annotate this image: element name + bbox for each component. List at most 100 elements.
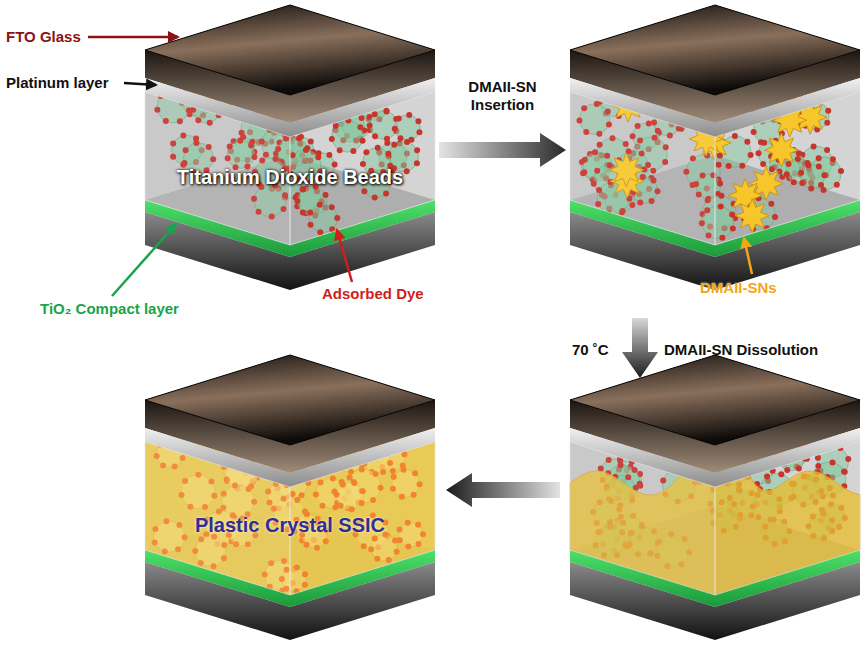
dye-dot <box>618 514 624 520</box>
dye-dot <box>625 474 631 480</box>
fto-glass-layer <box>570 355 860 445</box>
dye-dot <box>789 481 795 487</box>
dye-dot <box>630 513 636 519</box>
dye-dot <box>688 467 694 473</box>
dye-dot <box>639 524 645 530</box>
front-face <box>570 92 715 245</box>
dye-dot <box>796 465 802 471</box>
dye-dot <box>793 429 799 435</box>
dye-dot <box>753 455 759 461</box>
dye-dot <box>606 457 612 463</box>
dye-dot <box>614 495 620 501</box>
fto-glass-layer <box>145 5 435 95</box>
dye-dot <box>711 480 717 486</box>
dye-dot <box>722 462 728 468</box>
part-label: FTO Glass <box>6 28 81 46</box>
dye-dot <box>719 472 725 478</box>
dye-dot <box>612 548 618 554</box>
dye-dot <box>678 562 684 568</box>
dye-dot <box>616 435 622 441</box>
dye-dot <box>727 495 733 501</box>
tio2-bead <box>722 461 746 485</box>
fto-glass-layer <box>570 5 860 95</box>
tio2-bead <box>792 476 821 505</box>
dye-dot <box>771 541 777 547</box>
tio2-bead <box>808 514 833 539</box>
dye-dot <box>762 524 768 530</box>
dye-dot <box>666 423 672 429</box>
dye-dot <box>607 524 613 530</box>
dye-dot <box>721 527 727 533</box>
dye-dot <box>845 456 851 462</box>
dye-dot <box>727 507 733 513</box>
dye-dot <box>629 497 635 503</box>
dye-dot <box>596 529 602 535</box>
dye-dot <box>619 529 625 535</box>
dye-dot <box>754 458 760 464</box>
tio2-bead <box>657 534 690 567</box>
dye-dot <box>604 483 610 489</box>
dye-dot <box>647 550 653 556</box>
dye-dot <box>616 488 622 494</box>
dye-dot <box>818 488 824 494</box>
dye-dot <box>633 485 639 491</box>
dye-dot <box>773 450 779 456</box>
dye-dot <box>813 476 819 482</box>
dye-dot <box>628 490 634 496</box>
dye-dot <box>791 494 797 500</box>
dye-dot <box>736 481 742 487</box>
dye-dot <box>628 531 634 537</box>
dye-dot <box>696 479 702 485</box>
tio2-bead <box>812 462 846 496</box>
dye-dot <box>615 518 621 524</box>
dye-dot <box>820 494 826 500</box>
tio2-bead <box>600 521 630 551</box>
cube-node: Titanium Dioxide Beads <box>145 5 435 290</box>
dye-dot <box>605 524 611 530</box>
tio2-bead <box>614 466 641 493</box>
dye-dot <box>755 446 761 452</box>
dye-dot <box>801 473 807 479</box>
dye-dot <box>765 458 771 464</box>
dye-dot <box>791 481 797 487</box>
dye-dot <box>837 445 843 451</box>
tio2-bead <box>629 527 658 556</box>
dye-dot <box>804 443 810 449</box>
floor <box>570 505 860 595</box>
dye-dot <box>731 501 737 507</box>
dye-dot <box>618 462 624 468</box>
dye-dot <box>776 496 782 502</box>
dye-dot <box>800 502 806 508</box>
dye-dot <box>830 460 836 466</box>
dye-dot <box>594 520 600 526</box>
dye-dot <box>767 517 773 523</box>
dye-dot <box>744 445 750 451</box>
cube-illustration <box>570 355 860 640</box>
dye-dot <box>736 515 742 521</box>
dye-dot <box>737 488 743 494</box>
part-label: TiO₂ Compact layer <box>40 300 179 318</box>
dye-dot <box>656 444 662 450</box>
dye-dot <box>788 495 794 501</box>
dye-dot <box>842 469 848 475</box>
dye-dot <box>810 533 816 539</box>
dye-dot <box>622 542 628 548</box>
dye-dot <box>809 494 815 500</box>
dye-dot <box>811 434 817 440</box>
dye-dot <box>818 518 824 524</box>
tio2-bead <box>778 444 805 471</box>
process-arrow <box>446 473 560 507</box>
dye-dot <box>841 469 847 475</box>
dye-dot <box>656 539 662 545</box>
dye-dot <box>656 415 662 421</box>
dye-dot <box>597 499 603 505</box>
fto-glass-layer <box>570 562 715 640</box>
dye-dot <box>841 483 847 489</box>
cube-node: Plastic Crystal SSIC <box>145 355 435 640</box>
dye-dot <box>629 530 635 536</box>
part-label: Platinum layer <box>6 74 109 92</box>
dye-dot <box>628 464 634 470</box>
dye-dot <box>745 474 751 480</box>
dye-dot <box>601 552 607 558</box>
